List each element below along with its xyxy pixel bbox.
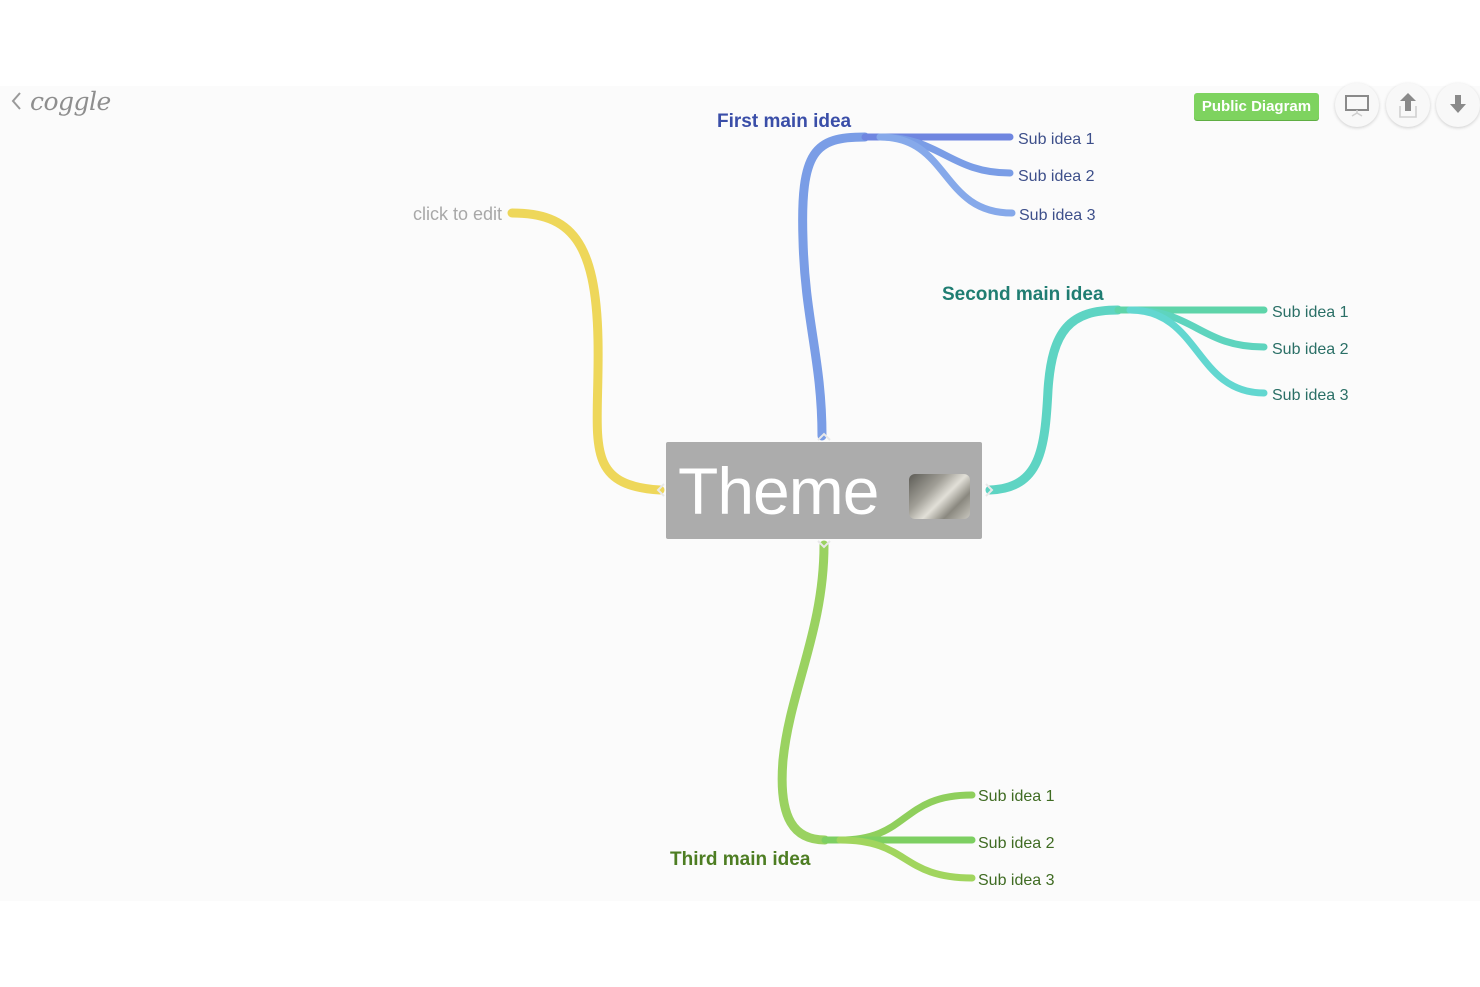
first-sub-idea-3[interactable]: Sub idea 3 <box>1019 207 1096 224</box>
first-main-idea-label[interactable]: First main idea <box>717 111 852 132</box>
chevron-left-icon <box>11 92 21 110</box>
theme-node[interactable]: Theme <box>666 442 982 539</box>
third-main-idea-label[interactable]: Third main idea <box>670 849 811 870</box>
branch-third-main <box>777 540 830 845</box>
branch-placeholder <box>507 208 665 495</box>
placeholder-node-label[interactable]: click to edit <box>413 204 502 224</box>
back-link[interactable]: coggle <box>10 86 111 116</box>
node-connector-icon <box>817 540 831 549</box>
theme-image-thumbnail[interactable] <box>909 474 970 519</box>
present-button[interactable] <box>1335 83 1379 127</box>
branch-third-sub-1 <box>836 791 976 844</box>
public-diagram-badge[interactable]: Public Diagram <box>1194 93 1319 120</box>
branch-second-sub-3 <box>1126 306 1268 397</box>
node-connector-icon <box>985 483 994 497</box>
first-sub-idea-2[interactable]: Sub idea 2 <box>1018 168 1095 185</box>
branch-first-sub-3 <box>876 133 1016 217</box>
node-connector-icon <box>656 483 665 497</box>
node-connector-icon <box>817 432 831 441</box>
branch-first-main <box>798 132 870 441</box>
download-icon <box>1450 95 1466 113</box>
third-sub-idea-3[interactable]: Sub idea 3 <box>978 872 1055 889</box>
second-sub-idea-2[interactable]: Sub idea 2 <box>1272 341 1349 358</box>
second-sub-idea-1[interactable]: Sub idea 1 <box>1272 304 1349 321</box>
presentation-icon <box>1345 95 1369 117</box>
third-sub-idea-2[interactable]: Sub idea 2 <box>978 835 1055 852</box>
theme-label: Theme <box>678 454 879 528</box>
third-sub-idea-1[interactable]: Sub idea 1 <box>978 788 1055 805</box>
first-sub-idea-1[interactable]: Sub idea 1 <box>1018 131 1095 148</box>
branch-third-sub-3 <box>836 836 976 882</box>
second-main-idea-label[interactable]: Second main idea <box>942 284 1104 305</box>
brand-logo: coggle <box>30 86 111 116</box>
upload-icon <box>1399 93 1417 118</box>
second-sub-idea-3[interactable]: Sub idea 3 <box>1272 387 1349 404</box>
branch-second-main <box>985 305 1123 495</box>
download-button[interactable] <box>1436 83 1480 127</box>
share-button[interactable] <box>1386 83 1430 127</box>
